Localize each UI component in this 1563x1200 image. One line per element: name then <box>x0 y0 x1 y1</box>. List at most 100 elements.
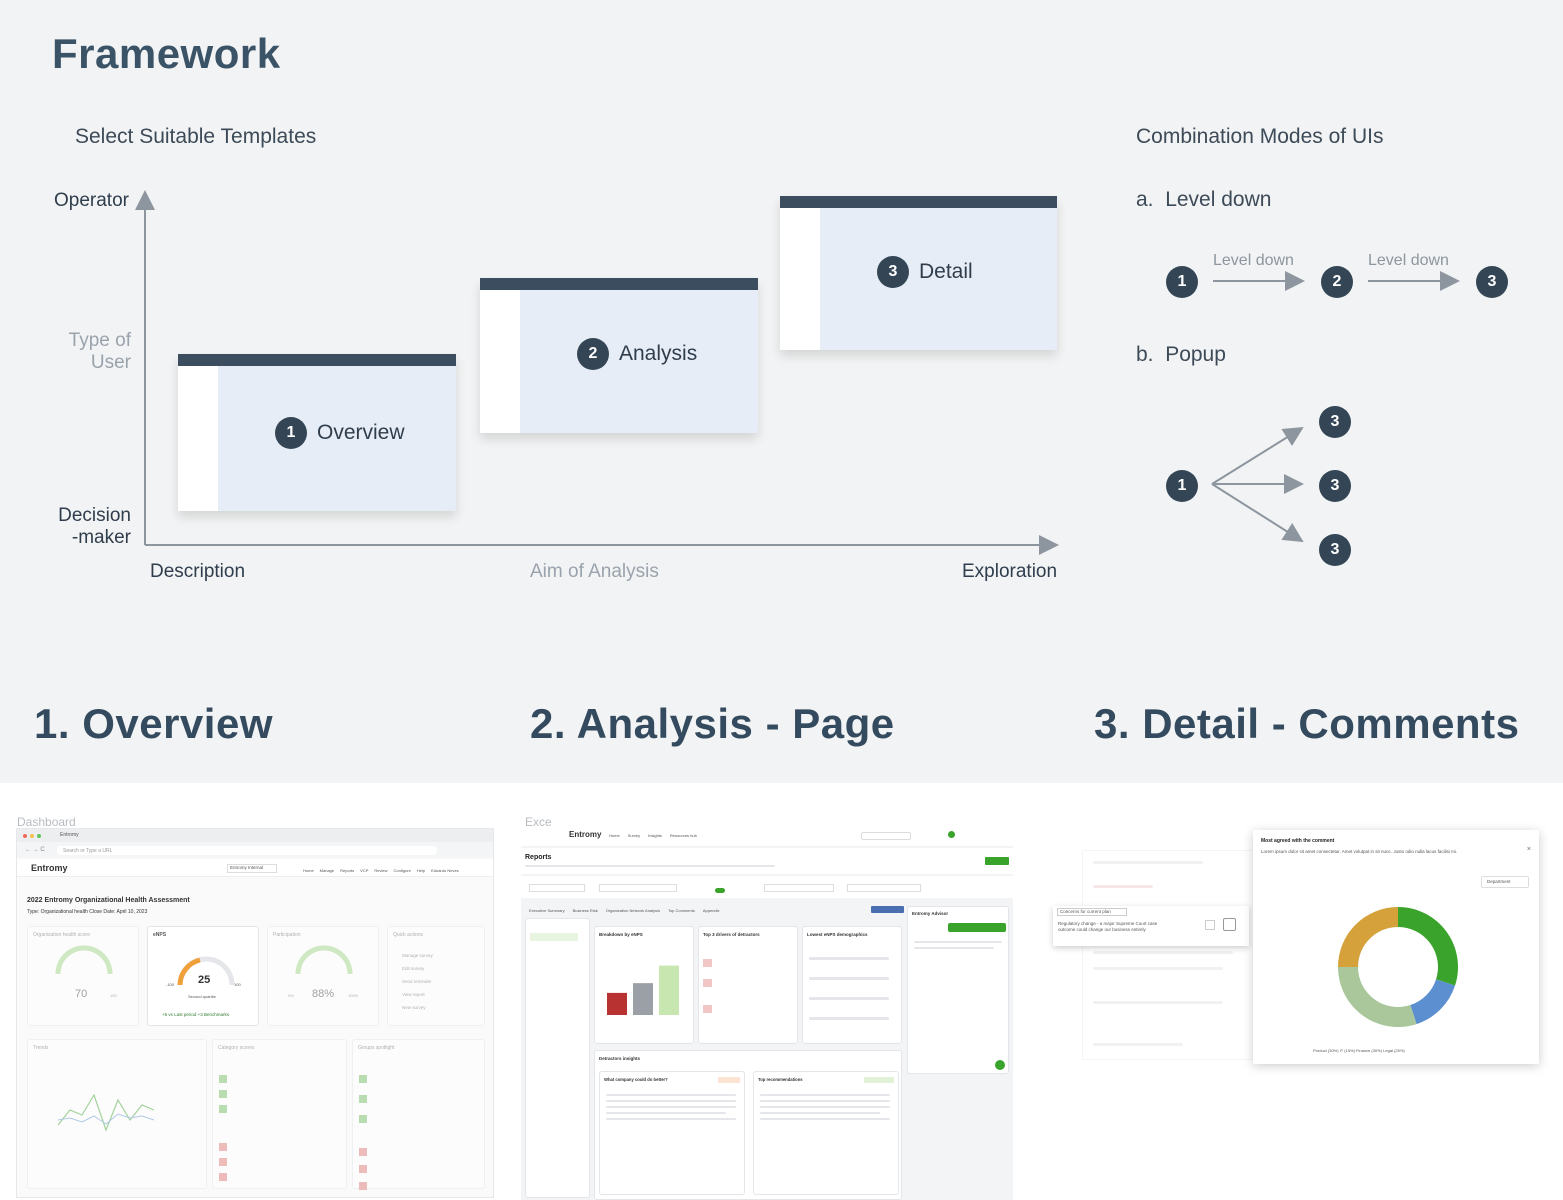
analysis-nav: Home Survey Insights Resources hub <box>609 833 697 838</box>
dash-nav-item-7[interactable]: Eduardo Neves <box>431 868 459 873</box>
analysis-tab-2[interactable]: Organization Network Analysis <box>605 908 660 913</box>
dashboard-logo: Entromy <box>31 863 68 873</box>
combination-title: Combination Modes of UIs <box>1136 125 1384 148</box>
analysis-nav-item-2[interactable]: Insights <box>648 833 662 838</box>
assessment-meta: Type: Organizational health Close Date: … <box>27 909 148 915</box>
quick-action-0[interactable]: Manage survey <box>402 953 433 958</box>
quick-action-3[interactable]: View report <box>402 992 425 997</box>
analysis-nav-item-0[interactable]: Home <box>609 833 620 838</box>
mode-b-label: b. Popup <box>1136 343 1226 366</box>
heading-detail: 3. Detail - Comments <box>1094 700 1520 747</box>
y-axis-bottom-label: Decision-maker <box>58 505 131 548</box>
agreement-popup: Most agreed with the comment Lorem ipsum… <box>1253 830 1539 1064</box>
breakdown-card: Breakdown by eNPS <box>594 926 694 1044</box>
y-axis-top-label: Operator <box>54 190 129 211</box>
analysis-tab-0[interactable]: Executive Summary <box>529 908 565 913</box>
donut-slice-finance <box>1338 967 1417 1027</box>
donut-slice-product <box>1398 907 1458 986</box>
analysis-nav-item-1[interactable]: Survey <box>627 833 641 838</box>
bar-1 <box>633 983 653 1015</box>
comment-label: Concerns for current plan <box>1060 909 1111 914</box>
agree-icon[interactable] <box>1223 918 1236 931</box>
org-health-value: 70 <box>75 988 88 1000</box>
insights-card: Detractors insights What company could d… <box>594 1050 902 1200</box>
recommendations-background-panel <box>1082 850 1262 1060</box>
dashboard-caption: Dashboard <box>17 815 76 829</box>
url-bar[interactable]: Search or Type a URL <box>63 848 113 854</box>
popup-arrow-up <box>1211 426 1304 485</box>
analysis-caption: Exce <box>525 815 552 829</box>
analysis-tab-4[interactable]: Appendix <box>702 908 720 913</box>
dash-nav-item-0[interactable]: Home <box>303 868 314 873</box>
donut-slice-it <box>1410 979 1456 1025</box>
demographics-card: Lowest eNPS demographics <box>802 926 902 1044</box>
enps-card: eNPS 25 -100 100 Second quartile +5 vs L… <box>147 926 259 1026</box>
popup-node-1: 1 <box>1166 470 1198 502</box>
number-badge: 3 <box>877 256 909 288</box>
framework-title: Framework <box>52 30 281 77</box>
template-label: Overview <box>317 421 405 444</box>
trends-card: Trends <box>27 1039 207 1189</box>
popup-arrow-down <box>1211 483 1304 543</box>
dash-nav-item-1[interactable]: Manage <box>319 868 335 873</box>
template-label: Analysis <box>619 342 698 365</box>
dash-nav-item-5[interactable]: Configure <box>393 868 411 873</box>
donut-slice-legal <box>1338 907 1398 967</box>
axes-svg <box>135 190 1460 555</box>
bar-2 <box>659 965 679 1015</box>
template-label: Detail <box>919 260 973 283</box>
dash-nav-item-6[interactable]: Help <box>416 868 426 873</box>
popup-title: Most agreed with the comment <box>1261 838 1335 844</box>
dash-nav-item-4[interactable]: Review <box>374 868 388 873</box>
export-button[interactable] <box>985 857 1009 865</box>
quick-action-1[interactable]: Edit survey <box>402 966 425 971</box>
select-templates-title: Select Suitable Templates <box>75 125 317 148</box>
dash-nav-item-2[interactable]: Reports <box>340 868 355 873</box>
node-2: 2 <box>1321 266 1353 298</box>
category-scores-card: Category scores <box>212 1039 347 1189</box>
participation-value: 88% <box>312 988 335 1000</box>
department-select[interactable] <box>1481 876 1529 888</box>
bar-0 <box>607 992 627 1015</box>
node-3: 3 <box>1476 266 1508 298</box>
analysis-tabs: Executive Summary Business Risk Organizati… <box>529 908 720 913</box>
x-axis-left-label: Description <box>150 561 246 582</box>
analysis-tab-1[interactable]: Business Risk <box>572 908 598 913</box>
node-1: 1 <box>1166 266 1198 298</box>
dash-nav-item-3[interactable]: VCP <box>360 868 369 873</box>
org-health-card: Organization health score 70 100 <box>27 926 139 1026</box>
level-down-text-2: Level down <box>1368 252 1449 269</box>
comment-text: Regulatory change - a major Supreme Cour… <box>1058 921 1158 932</box>
quick-action-2[interactable]: Send reminder <box>402 979 432 984</box>
template-card-detail: 3 Detail <box>780 196 1057 350</box>
popup-text: Lorem ipsum dolor sit amet consectetur. … <box>1261 849 1458 854</box>
assessment-title: 2022 Entromy Organizational Health Asses… <box>27 897 190 904</box>
analysis-nav-item-3[interactable]: Resources hub <box>669 833 697 838</box>
dashboard-thumbnail: Entromy ← → C Search or Type a URL Entro… <box>16 828 494 1198</box>
level-down-text-1: Level down <box>1213 252 1294 269</box>
popup-node-3a: 3 <box>1319 406 1351 438</box>
close-icon[interactable]: × <box>1526 846 1531 853</box>
number-badge: 1 <box>275 417 307 449</box>
popup-node-3b: 3 <box>1319 470 1351 502</box>
comment-card[interactable]: Concerns for current plan Regulatory cha… <box>1053 906 1249 946</box>
dashboard-nav: Home Manage Reports VCP Review Configure Help E… <box>303 868 459 873</box>
donut-legend: Product (30%) IT (15%) Finance (30%) Leg… <box>1313 1048 1405 1053</box>
reports-title: Reports <box>525 854 552 861</box>
enps-value: 25 <box>198 974 211 986</box>
browser-tab[interactable]: Entromy <box>60 832 79 838</box>
number-badge: 2 <box>577 338 609 370</box>
groups-spotlight-card: Groups spotlight <box>352 1039 485 1190</box>
mode-a-label: a. Level down <box>1136 188 1272 211</box>
analysis-logo: Entromy <box>569 830 602 839</box>
org-select[interactable]: Entromy Internal <box>230 865 264 870</box>
quick-action-4[interactable]: New survey <box>402 1005 426 1010</box>
heading-analysis: 2. Analysis - Page <box>530 700 895 747</box>
analysis-sidebar <box>525 918 590 1198</box>
popup-node-3c: 3 <box>1319 534 1351 566</box>
analysis-tab-3[interactable]: Top Comments <box>667 908 695 913</box>
ai-assistant-button[interactable] <box>871 906 904 913</box>
drivers-card: Top 3 drivers of detractors <box>698 926 798 1044</box>
